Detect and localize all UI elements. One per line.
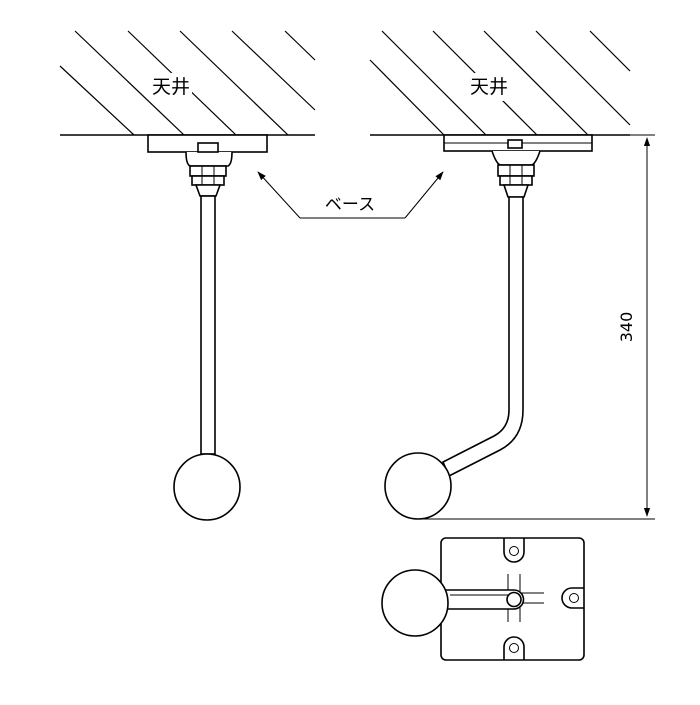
ball-left	[173, 453, 241, 521]
nut-lower-right	[499, 175, 533, 186]
dimension-340: 340	[418, 134, 655, 520]
ceiling-left-label: 天井	[152, 76, 190, 98]
nut-upper-left	[189, 165, 227, 177]
base-boss-right	[491, 150, 541, 166]
rod-left	[200, 195, 216, 455]
base-leader-left	[257, 171, 301, 219]
base-callout: ベース	[257, 171, 444, 219]
ceiling-left: 天井	[59, 30, 316, 136]
ceiling-right-label-bg	[468, 73, 510, 101]
ball-right	[384, 452, 452, 520]
ceiling-left-label-bg	[150, 73, 192, 101]
dimension-value: 340	[617, 312, 636, 343]
plan-slot-top	[503, 538, 525, 563]
plan-rod-end	[506, 591, 522, 608]
plan-slot-bottom	[503, 636, 525, 660]
base-boss-left	[185, 151, 233, 167]
rod-fitting-left	[194, 184, 222, 197]
base-leader-right	[404, 171, 444, 219]
base-label: ベース	[325, 195, 375, 215]
hanger-left	[147, 134, 268, 521]
bolt-head-right	[507, 139, 523, 149]
plan-view	[381, 537, 585, 661]
bolt-head-left	[197, 142, 219, 153]
rod-right-bent	[441, 196, 524, 478]
plan-ball	[381, 569, 449, 637]
plan-slot-right	[561, 587, 584, 609]
ceiling-right-label: 天井	[470, 76, 508, 98]
hanger-right	[384, 134, 593, 520]
rod-fitting-right	[502, 184, 530, 198]
nut-upper-right	[497, 164, 535, 177]
ceiling-right: 天井	[369, 30, 631, 136]
nut-lower-left	[191, 175, 225, 186]
